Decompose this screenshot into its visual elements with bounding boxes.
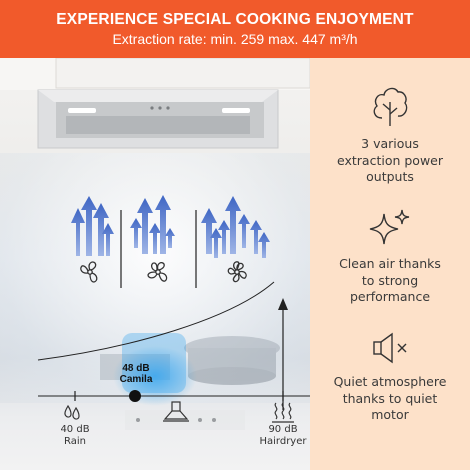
feature-sidebar: 3 various extraction power outputs Clean… <box>310 58 470 470</box>
right-label: Hairdryer <box>259 436 307 447</box>
header-banner: EXPERIENCE SPECIAL COOKING ENJOYMENT Ext… <box>0 0 470 58</box>
hood-unit <box>37 89 279 149</box>
feature-text-line: to strong <box>361 272 419 288</box>
steam-icon <box>272 402 294 423</box>
feature-text-line: thanks to quiet <box>342 390 438 406</box>
drops-icon <box>64 404 80 420</box>
speaker-mute-icon <box>373 332 407 364</box>
feature-quiet: Quiet atmosphere thanks to quiet motor <box>310 330 470 424</box>
tree-icon <box>373 87 408 126</box>
noise-curve <box>37 281 275 361</box>
right-db-value: 90 dB <box>268 424 298 435</box>
noise-marker-dot <box>129 390 141 402</box>
airflow-arrows <box>71 195 270 258</box>
feature-text-line: Clean air thanks <box>339 256 441 271</box>
fan-icon-low <box>80 261 98 283</box>
axis-arrowhead <box>278 298 288 310</box>
feature-clean-air: Clean air thanks to strong performance <box>310 208 470 306</box>
blue-light <box>122 333 186 393</box>
scale-left-caption: 40 dB Rain <box>48 424 102 448</box>
feature-text-line: motor <box>371 407 409 422</box>
cabinet-door <box>55 58 310 89</box>
cooktop <box>125 410 245 430</box>
photo-illustration <box>0 58 310 430</box>
left-label: Rain <box>64 436 86 447</box>
marker-db-value: 48 dB <box>122 363 150 374</box>
fan-icon-medium <box>147 262 168 282</box>
scale-right-caption: 90 dB Hairdryer <box>250 424 310 448</box>
feature-text-line: performance <box>349 289 431 304</box>
sparkle-icon <box>369 209 410 245</box>
left-db-value: 40 dB <box>60 424 90 435</box>
fan-icon-high <box>227 261 247 283</box>
hood-icon <box>163 401 189 422</box>
feature-power-outputs: 3 various extraction power outputs <box>310 80 470 186</box>
feature-text-line: Quiet atmosphere <box>333 374 447 389</box>
product-photo: 48 dB Camila 40 dB Rain 90 dB Hairdryer <box>0 58 310 470</box>
banner-subtitle: Extraction rate: min. 259 max. 447 m³/h <box>112 31 358 47</box>
cookware <box>100 336 280 385</box>
feature-text-line: 3 various <box>361 136 419 151</box>
feature-text-line: outputs <box>366 169 414 184</box>
noise-marker-label: 48 dB Camila <box>114 363 158 385</box>
feature-text-line: extraction power <box>337 152 443 168</box>
banner-title: EXPERIENCE SPECIAL COOKING ENJOYMENT <box>56 11 414 28</box>
marker-name: Camila <box>119 374 153 385</box>
